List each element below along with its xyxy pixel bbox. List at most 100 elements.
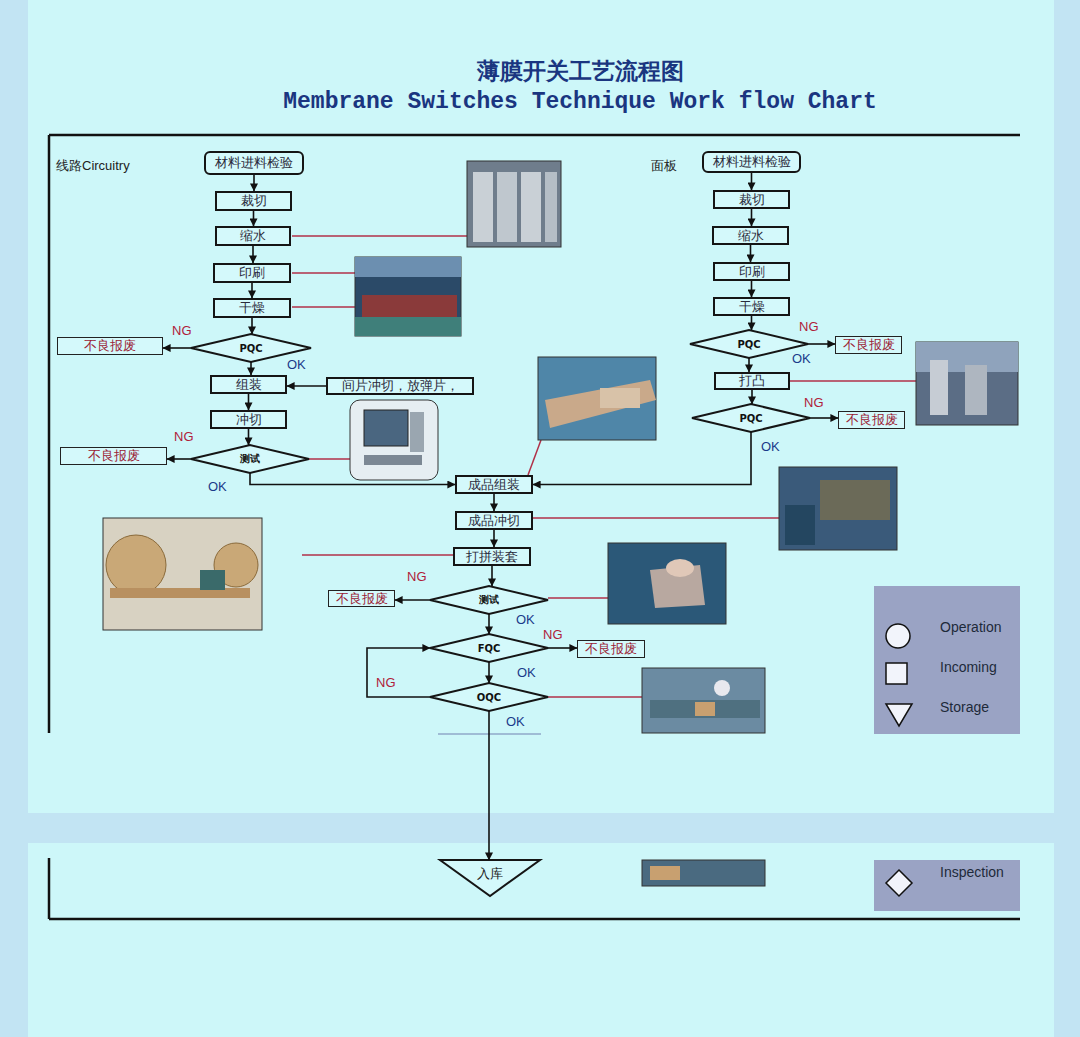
flow-arrow [751,390,753,404]
process-box: 组装 [210,375,287,394]
node-text: 冲切 [236,411,262,429]
photo-frame [355,257,461,336]
process-box: 缩水 [712,226,789,245]
edge-label: OK [517,665,536,680]
node-text: FQC [478,643,501,654]
reject-box: 不良报废 [577,640,645,658]
process-box: 间片冲切，放弹片， [326,377,474,395]
legend-symbol [885,623,911,649]
box [650,866,680,880]
process-box: 干燥 [713,297,790,316]
photo [355,257,461,336]
photo-frame [608,543,726,624]
reject-box: 不良报废 [328,590,395,607]
node-text: 成品组装 [468,476,520,494]
flow-arrow [253,211,255,226]
flow-arrow [748,358,750,372]
diamond-outline [692,404,810,432]
worker [714,680,730,696]
edge-label: OK [506,714,525,729]
edge-label: OK [287,357,306,372]
legend-symbol [885,662,908,685]
flow-arrow [751,209,753,226]
node-text: 不良报废 [846,411,898,429]
node-text: 不良报废 [843,336,895,354]
cabinet [545,172,557,242]
triangle-outline [440,860,540,896]
chart-title: 薄膜开关工艺流程图 [477,56,684,87]
ceiling [355,257,461,277]
diamond-outline [690,330,808,358]
flow-arrow [163,347,191,349]
flow-arrow [810,417,838,419]
machine-row [362,295,457,317]
decision-diamond: OQC [430,683,548,711]
photo [538,357,656,440]
process-box: 成品冲切 [455,511,533,530]
material-sheet [545,380,656,428]
diamond-outline [191,445,309,473]
node-text: 打凸 [739,372,765,390]
photo [642,860,765,886]
legend-symbol [886,663,907,684]
decision-diamond: 测试 [191,445,309,473]
photo-frame [103,518,262,630]
flow-arrow [248,429,250,445]
leader-line [302,554,453,556]
flow-arrow [167,458,191,460]
process-box: 干燥 [213,298,291,318]
decision-diamond: 测试 [430,586,548,614]
chart-subtitle: Membrane Switches Technique Work flow Ch… [283,89,877,115]
node-text: 材料进料检验 [215,154,293,172]
legend-box [874,860,1020,911]
leader-line [292,235,467,237]
process-box: 打凸 [714,372,790,390]
section-label: 线路Circuitry [56,157,130,175]
leader-line [548,597,608,599]
edge-label: NG [407,569,427,584]
node-text: 测试 [240,452,260,466]
flow-arrow [250,362,252,375]
node-text: PQC [739,413,762,424]
material-sheet [600,388,640,408]
flow-arrow [488,614,490,634]
diamond-outline [430,634,548,662]
legend-text: Operation [940,619,1001,635]
worker [785,505,815,545]
process-box: 印刷 [213,263,291,283]
section-label: 面板 [651,157,677,175]
node-text: OQC [477,692,501,703]
flow-arrow [751,316,753,330]
cabinet [473,172,493,242]
photo-frame [350,400,438,480]
photo [642,668,765,733]
flow-arrow [493,494,495,511]
decision-diamond: PQC [690,330,808,358]
flow-arrow [251,283,253,298]
workbench [650,700,760,718]
leader-line [292,306,355,308]
cut-line [438,733,541,735]
reel [106,535,166,595]
edge-label: OK [792,351,811,366]
decision-diamond: PQC [692,404,810,432]
incoming-box: 材料进料检验 [702,151,801,173]
legend-symbol [886,624,910,648]
process-box: 印刷 [713,262,790,281]
box [695,702,715,716]
legend-text: Inspection [940,864,1004,880]
photo-frame [916,342,1018,425]
node-text: 组装 [236,376,262,394]
photo-frame [642,668,765,733]
computer-case [410,412,424,452]
node-text: PQC [239,343,262,354]
node-text: 打拼装套 [466,548,518,566]
legend-text: Incoming [940,659,997,675]
node-text: 缩水 [738,227,764,245]
diamond-outline [430,586,548,614]
edge-label: NG [376,675,396,690]
process-box: 成品组装 [455,475,533,494]
photo-frame [779,467,897,550]
machine [200,570,225,590]
node-text: 成品冲切 [468,512,520,530]
